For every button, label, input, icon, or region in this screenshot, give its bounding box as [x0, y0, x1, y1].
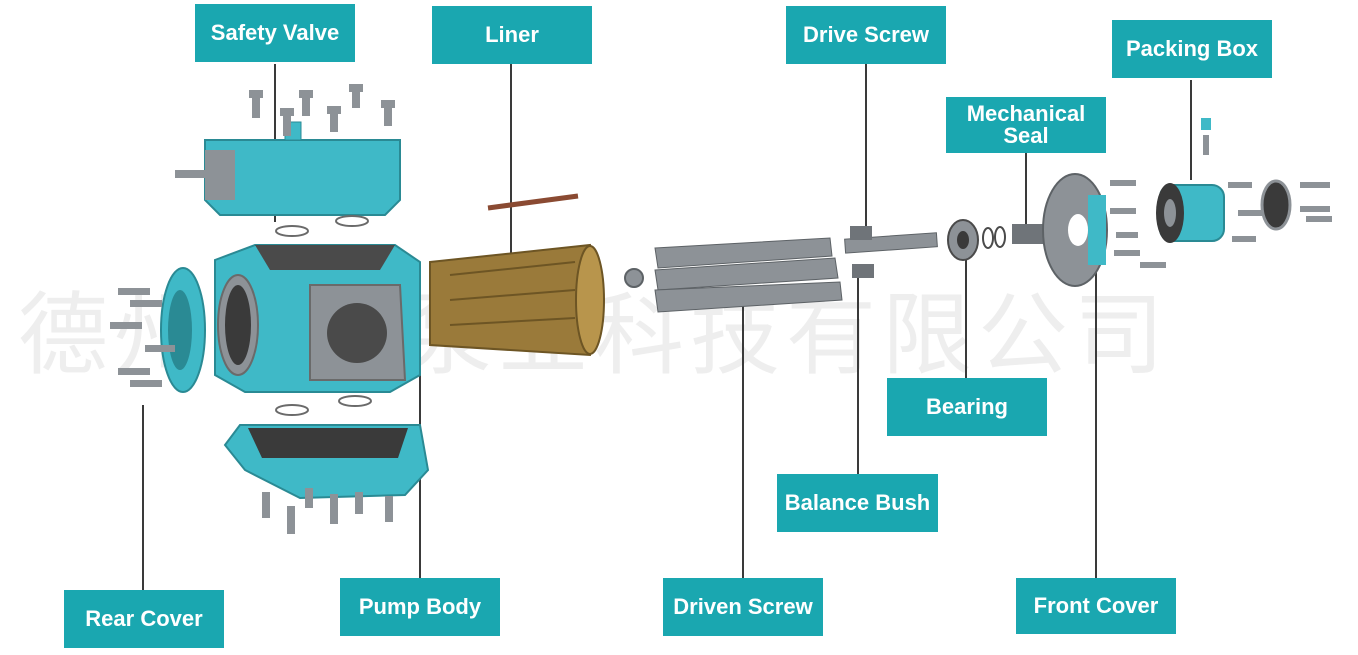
label-front-cover: Front Cover — [1016, 578, 1176, 634]
label-bearing: Bearing — [887, 378, 1047, 436]
label-packing-box: Packing Box — [1112, 20, 1272, 78]
label-drive-screw: Drive Screw — [786, 6, 946, 64]
rear-cover-part — [110, 267, 206, 393]
bearing-part — [947, 219, 1046, 261]
safety-valve-part — [175, 121, 401, 237]
bottom-cover-part — [223, 424, 430, 534]
label-liner: Liner — [432, 6, 592, 64]
label-pump-body: Pump Body — [340, 578, 500, 636]
screw-assembly — [624, 226, 938, 313]
label-rear-cover: Rear Cover — [64, 590, 224, 648]
label-balance-bush: Balance Bush — [777, 474, 938, 532]
front-cover-part — [1042, 173, 1166, 287]
label-safety-valve: Safety Valve — [195, 4, 355, 62]
pump-body-part — [214, 244, 421, 416]
label-mechanical-seal: Mechanical Seal — [946, 97, 1106, 153]
label-driven-screw: Driven Screw — [663, 578, 823, 636]
packing-box-part — [1156, 118, 1332, 243]
liner-part — [429, 193, 605, 357]
top-bolts — [249, 84, 395, 136]
